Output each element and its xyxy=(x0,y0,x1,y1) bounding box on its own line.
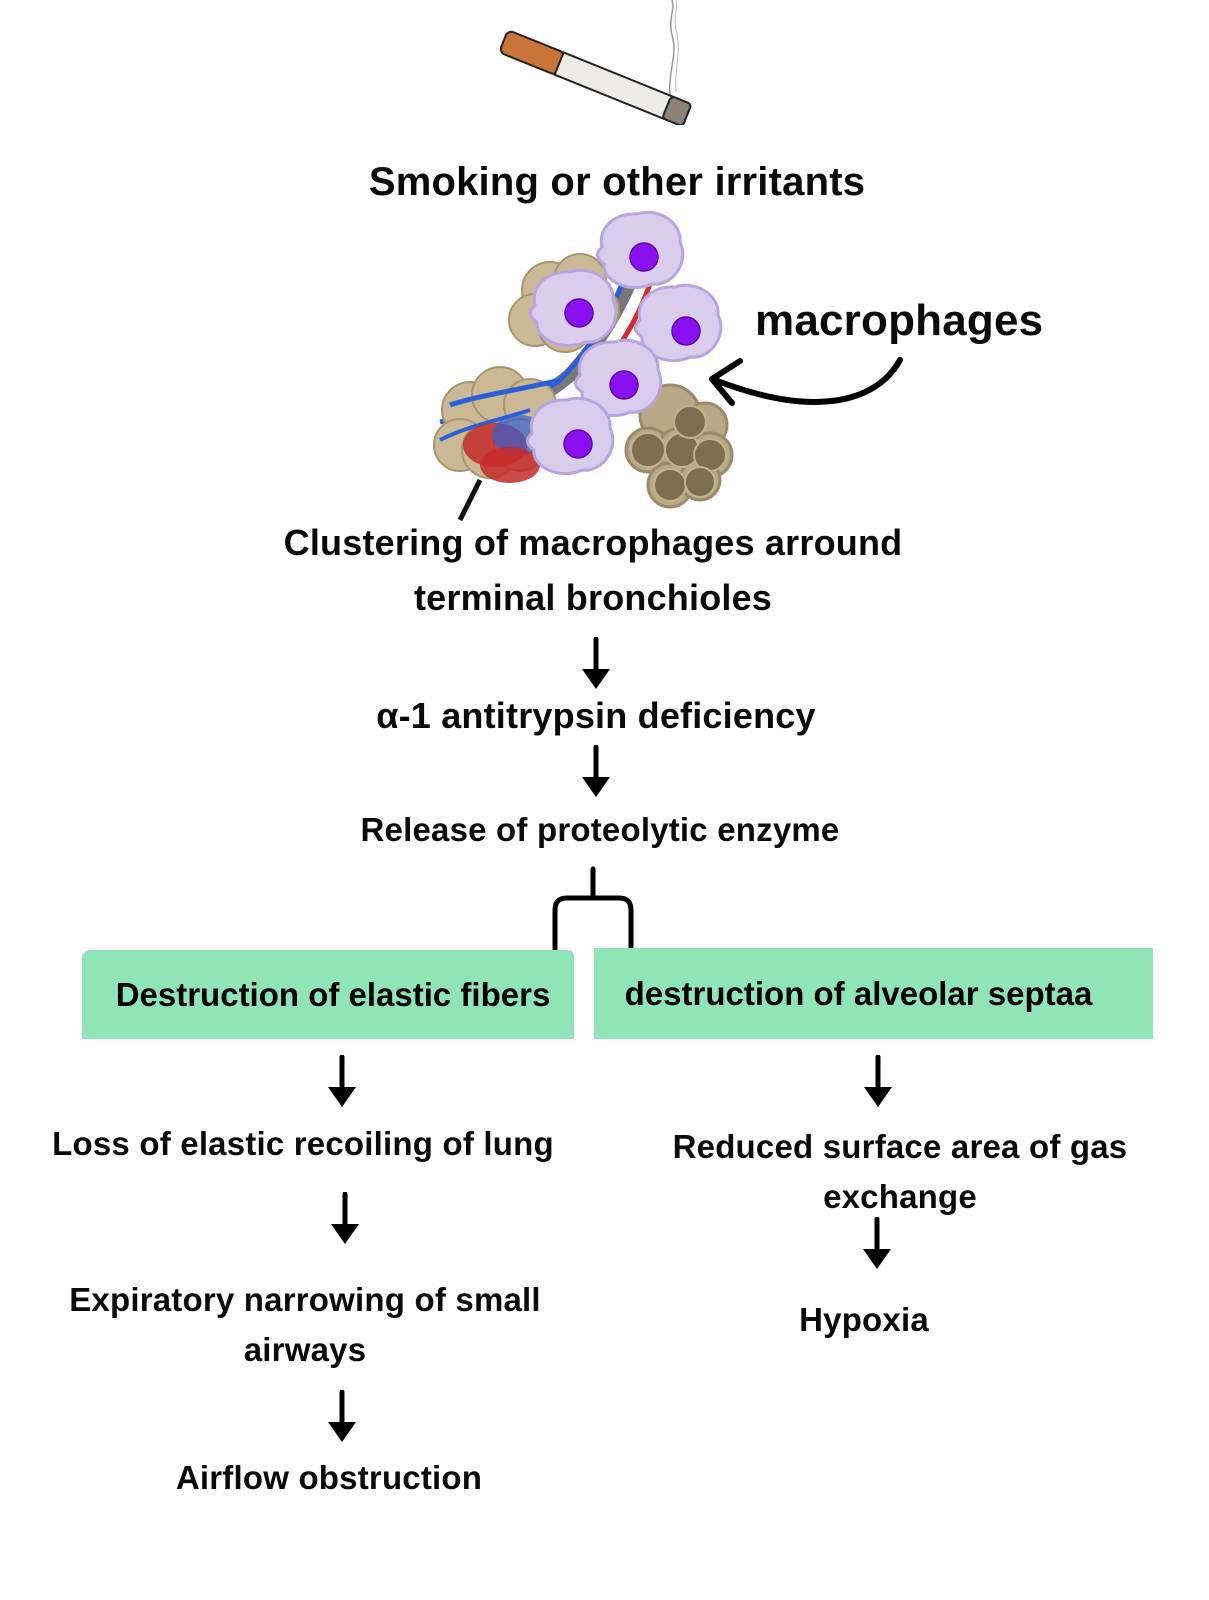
macrophage-cells xyxy=(525,210,723,476)
curved-arrow-icon xyxy=(709,357,903,406)
box-label: Destruction of elastic fibers xyxy=(115,975,551,1013)
cigarette-icon xyxy=(500,0,692,125)
down-arrow-icon xyxy=(863,1217,891,1269)
step-expiratory-narrowing: Expiratory narrowing of small airways xyxy=(69,1281,541,1368)
step-hypoxia: Hypoxia xyxy=(799,1301,929,1338)
alveoli-macrophages-illustration xyxy=(433,210,734,522)
down-arrow-icon xyxy=(328,1055,356,1107)
down-arrow-icon xyxy=(331,1192,359,1244)
step-clustering-line1: Clustering of macrophages arround xyxy=(283,522,903,563)
down-arrow-icon xyxy=(582,637,610,689)
down-arrow-icon xyxy=(328,1390,356,1442)
step-release: Release of proteolytic enzyme xyxy=(360,811,840,848)
step-loss-elastic-recoil: Loss of elastic recoiling of lung xyxy=(52,1125,554,1162)
box-label: destruction of alveolar septaa xyxy=(624,974,1093,1012)
branch-connector xyxy=(552,866,634,950)
box-destruction-alveolar-septa: destruction of alveolar septaa xyxy=(594,948,1153,1039)
title-smoking: Smoking or other irritants xyxy=(368,160,866,204)
box-destruction-elastic-fibers: Destruction of elastic fibers xyxy=(82,950,574,1039)
step-airflow-obstruction: Airflow obstruction xyxy=(175,1459,483,1496)
down-arrow-icon xyxy=(582,745,610,797)
down-arrow-icon xyxy=(864,1055,892,1107)
step-clustering-line2: terminal bronchioles xyxy=(413,577,773,618)
step-reduced-surface-area: Reduced surface area of gas exchange xyxy=(672,1128,1128,1215)
macrophages-label: macrophages xyxy=(755,296,1044,345)
step-deficiency: α-1 antitrypsin deficiency xyxy=(376,695,816,736)
